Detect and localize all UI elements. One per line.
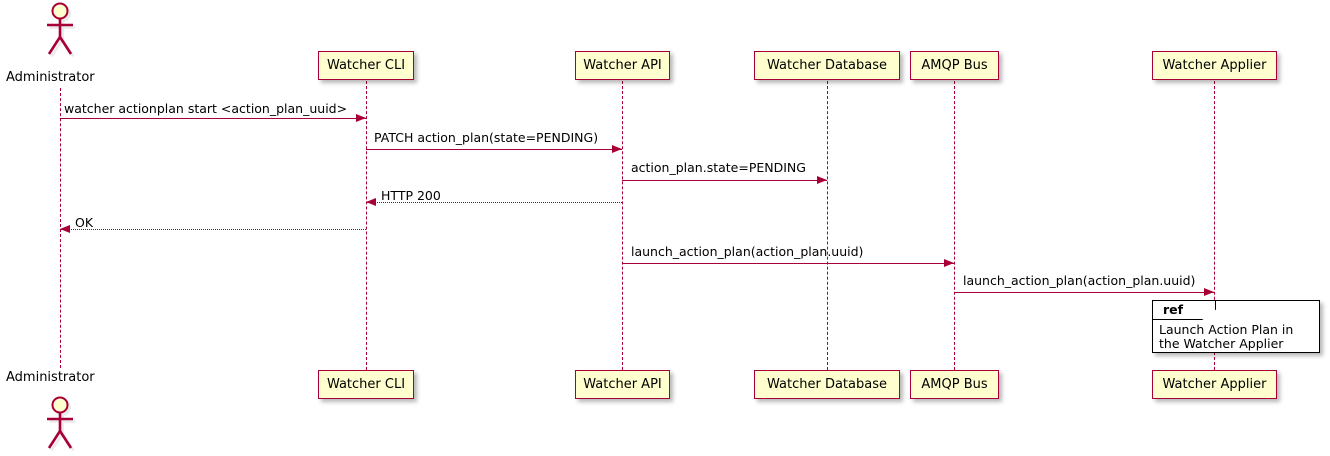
participant-label: Watcher CLI: [326, 377, 406, 392]
lifeline-watcher-api: [622, 81, 623, 370]
lifeline-watcher-applier: [1214, 81, 1215, 370]
message-arrowhead-m1: [356, 114, 366, 122]
lifeline-amqp-bus: [954, 81, 955, 370]
participant-label: AMQP Bus: [921, 377, 988, 392]
actor-figure-bottom-0: [35, 396, 85, 452]
ref-fragment-keyword: ref: [1163, 302, 1184, 317]
message-arrowhead-m6: [944, 259, 954, 267]
participant-label: AMQP Bus: [921, 58, 988, 73]
participant-label: Watcher Database: [767, 58, 887, 73]
message-line-m5: [60, 229, 366, 230]
message-label-m3: action_plan.state=PENDING: [631, 160, 806, 175]
participant-label: Watcher Applier: [1162, 377, 1267, 392]
participant-label: Watcher API: [583, 377, 662, 392]
message-arrowhead-m2: [612, 145, 622, 153]
message-line-m7: [954, 292, 1214, 293]
message-arrowhead-m7: [1204, 288, 1214, 296]
message-arrowhead-m3: [817, 176, 827, 184]
participant-watcher-applier-bottom[interactable]: Watcher Applier: [1152, 370, 1277, 399]
participant-watcher-database-top[interactable]: Watcher Database: [754, 51, 900, 80]
message-line-m2: [366, 149, 622, 150]
participant-watcher-cli-bottom[interactable]: Watcher CLI: [318, 370, 414, 399]
message-label-m2: PATCH action_plan(state=PENDING): [374, 130, 599, 145]
actor-label-top: Administrator: [6, 70, 95, 85]
participant-watcher-cli-top[interactable]: Watcher CLI: [318, 51, 414, 80]
message-line-m6: [622, 263, 954, 264]
message-arrowhead-m5: [60, 225, 70, 233]
participant-watcher-applier-top[interactable]: Watcher Applier: [1152, 51, 1277, 80]
participant-label: Watcher CLI: [326, 58, 406, 73]
participant-label: Watcher API: [583, 58, 662, 73]
message-label-m4: HTTP 200: [381, 188, 441, 203]
participant-watcher-api-bottom[interactable]: Watcher API: [575, 370, 670, 399]
lifeline-watcher-database: [827, 81, 828, 370]
actor-figure-top-0: [35, 2, 85, 58]
message-label-m5: OK: [75, 215, 94, 230]
participant-label: Watcher Database: [767, 377, 887, 392]
participant-amqp-bus-bottom[interactable]: AMQP Bus: [910, 370, 999, 399]
ref-fragment-text: Launch Action Plan in the Watcher Applie…: [1159, 322, 1294, 351]
message-line-m4: [366, 202, 622, 203]
lifeline-watcher-cli: [366, 81, 367, 370]
message-arrowhead-m4: [366, 198, 376, 206]
participant-amqp-bus-top[interactable]: AMQP Bus: [910, 51, 999, 80]
actor-label-bottom: Administrator: [6, 370, 95, 385]
message-line-m1: [60, 118, 366, 119]
message-label-m1: watcher actionplan start <action_plan_uu…: [64, 101, 348, 116]
message-line-m3: [622, 180, 827, 181]
message-label-m7: launch_action_plan(action_plan.uuid): [963, 273, 1196, 288]
participant-watcher-api-top[interactable]: Watcher API: [575, 51, 670, 80]
message-label-m6: launch_action_plan(action_plan.uuid): [631, 244, 864, 259]
participant-watcher-database-bottom[interactable]: Watcher Database: [754, 370, 900, 399]
participant-label: Watcher Applier: [1162, 58, 1267, 73]
